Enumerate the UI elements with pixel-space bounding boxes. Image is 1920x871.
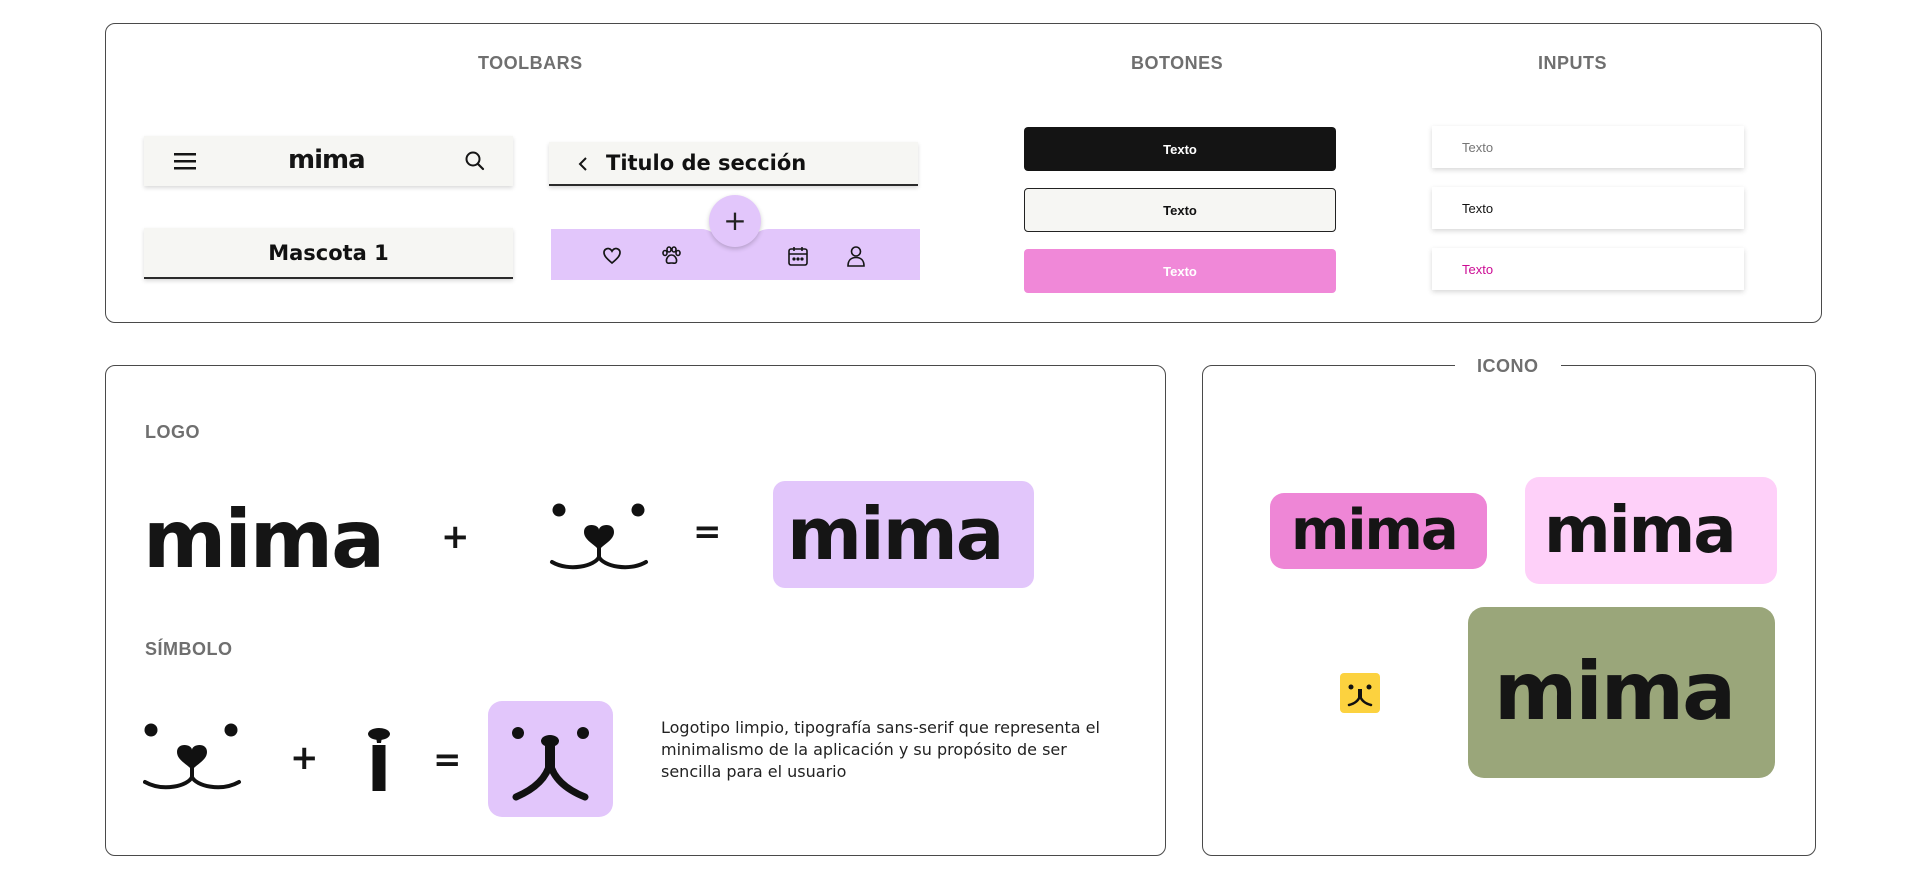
icon-small-yellow	[1340, 673, 1380, 713]
add-fab-button[interactable]: +	[709, 195, 761, 247]
primary-button[interactable]: Texto	[1024, 127, 1336, 171]
inputs-heading: INPUTS	[1538, 53, 1608, 73]
section-title: Titulo de sección	[606, 151, 807, 175]
logo-result-wordmark: mima	[787, 492, 1004, 576]
logo-plus: +	[441, 517, 470, 557]
menu-icon[interactable]	[174, 151, 196, 171]
face-symbol-icon	[549, 502, 649, 577]
icon-variant-light-pink: mima	[1525, 477, 1777, 584]
user-icon[interactable]	[846, 245, 866, 272]
symbol-description: Logotipo limpio, tipografía sans-serif q…	[661, 718, 1100, 781]
toolbar-logo: mima	[288, 145, 366, 175]
toolbars-heading: TOOLBARS	[478, 53, 583, 73]
logo-result-card: mima	[773, 481, 1034, 588]
paw-icon[interactable]	[660, 245, 682, 272]
pet-title: Mascota 1	[268, 240, 389, 265]
section-toolbar: Titulo de sección	[549, 142, 918, 186]
icon-variant-light-pink-wordmark: mima	[1544, 494, 1736, 568]
icono-heading: ICONO	[1455, 356, 1561, 377]
bottom-nav-bar: +	[551, 193, 920, 280]
icon-variant-olive: mima	[1468, 607, 1775, 778]
logo-heading: LOGO	[145, 422, 200, 442]
pet-toolbar: Mascota 1	[144, 228, 513, 279]
main-toolbar: mima	[144, 136, 513, 186]
secondary-button[interactable]: Texto	[1024, 188, 1336, 232]
pink-button[interactable]: Texto	[1024, 249, 1336, 293]
symbol-equals: =	[433, 740, 462, 780]
dotted-i-icon	[364, 727, 394, 793]
symbol-plus: +	[290, 738, 319, 778]
plus-icon: +	[723, 204, 747, 237]
face-symbol-icon-small	[143, 721, 243, 796]
symbol-heading: SÍMBOLO	[145, 639, 233, 659]
icon-variant-pink-wordmark: mima	[1291, 498, 1459, 563]
search-icon[interactable]	[464, 150, 486, 172]
heart-icon[interactable]	[602, 246, 622, 271]
icon-variant-olive-wordmark: mima	[1494, 645, 1736, 738]
back-chevron-icon[interactable]	[577, 155, 589, 173]
logo-equals: =	[693, 512, 722, 552]
logo-panel	[105, 365, 1166, 856]
text-input-focused[interactable]: Texto	[1432, 248, 1744, 290]
symbol-result-card	[488, 701, 613, 817]
text-input-placeholder[interactable]	[1432, 126, 1744, 168]
buttons-heading: BOTONES	[1131, 53, 1224, 73]
icon-variant-pink: mima	[1270, 493, 1487, 569]
calendar-icon[interactable]	[787, 245, 809, 272]
text-input-filled[interactable]: Texto	[1432, 187, 1744, 229]
logo-wordmark: mima	[143, 493, 385, 586]
